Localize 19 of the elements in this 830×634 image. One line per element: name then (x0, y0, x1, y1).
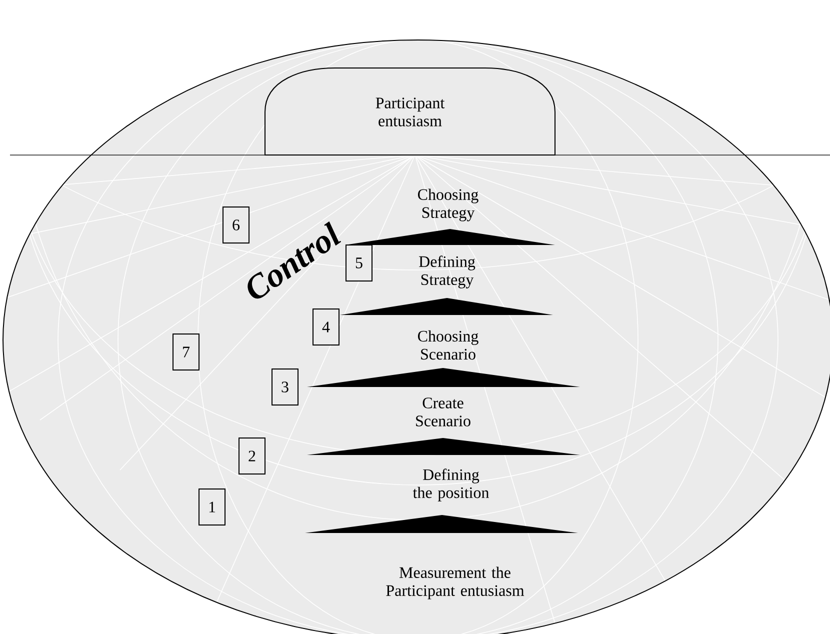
number-box: 5 (346, 244, 372, 282)
number-box: 2 (238, 438, 266, 474)
step-label: Defining Strategy (419, 256, 476, 288)
triangle-bar (307, 438, 580, 455)
number-box: 6 (222, 206, 250, 244)
number-box: 3 (272, 368, 298, 406)
step-label: Measurement the Participant entusiasm (386, 566, 524, 600)
triangle-bar (307, 368, 580, 387)
step-label: Create Scenario (416, 398, 470, 426)
triangle-bar (340, 298, 553, 315)
number-box: 1 (198, 488, 226, 526)
triangle-bar (305, 515, 578, 533)
step-label: Choosing Scenario (418, 330, 478, 360)
number-box: 4 (312, 308, 340, 346)
number-box: 7 (172, 334, 200, 370)
step-label: Defining the position (412, 468, 489, 502)
step-label: Choosing Strategy (418, 188, 478, 222)
dome-box: Participant entusiasm (264, 68, 556, 156)
triangle-bar (345, 229, 555, 245)
